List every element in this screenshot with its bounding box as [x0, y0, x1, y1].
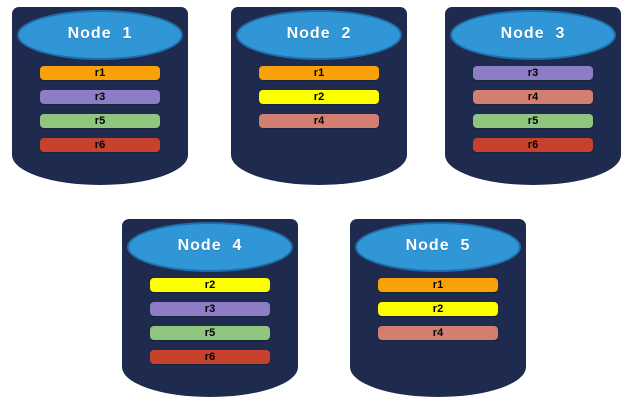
replica-bar-r3: r3 — [473, 66, 593, 80]
replica-list: r1 r2 r4 — [259, 66, 379, 128]
replica-label: r3 — [94, 90, 106, 103]
db-node-5: Node 5 r1 r2 r4 — [350, 219, 526, 397]
replica-bar-r2: r2 — [259, 90, 379, 104]
replica-bar-r5: r5 — [473, 114, 593, 128]
replica-label: r6 — [204, 350, 216, 363]
replica-bar-r5: r5 — [150, 326, 270, 340]
replica-label: r1 — [94, 66, 106, 79]
node-title: Node 4 — [177, 237, 243, 254]
replica-label: r2 — [204, 278, 216, 291]
replica-label: r4 — [527, 90, 539, 103]
db-node-3: Node 3 r3 r4 r5 r6 — [445, 7, 621, 185]
replica-bar-r5: r5 — [40, 114, 160, 128]
db-cylinder-top: Node 5 — [355, 222, 521, 272]
replica-bar-r4: r4 — [378, 326, 498, 340]
replica-list: r1 r2 r4 — [378, 278, 498, 340]
db-node-2: Node 2 r1 r2 r4 — [231, 7, 407, 185]
node-title: Node 1 — [67, 25, 133, 42]
replica-bar-r1: r1 — [259, 66, 379, 80]
replica-label: r5 — [527, 114, 539, 127]
node-title: Node 5 — [405, 237, 471, 254]
replica-bar-r2: r2 — [378, 302, 498, 316]
replica-label: r2 — [313, 90, 325, 103]
replica-label: r5 — [94, 114, 106, 127]
replica-list: r1 r3 r5 r6 — [40, 66, 160, 152]
replica-label: r1 — [313, 66, 325, 79]
replica-label: r1 — [432, 278, 444, 291]
replica-bar-r4: r4 — [259, 114, 379, 128]
replica-bar-r4: r4 — [473, 90, 593, 104]
replica-bar-r2: r2 — [150, 278, 270, 292]
replica-bar-r1: r1 — [40, 66, 160, 80]
replica-list: r3 r4 r5 r6 — [473, 66, 593, 152]
db-cylinder-top: Node 4 — [127, 222, 293, 272]
replica-label: r6 — [527, 138, 539, 151]
replica-label: r4 — [313, 114, 325, 127]
node-title: Node 2 — [286, 25, 352, 42]
db-node-1: Node 1 r1 r3 r5 r6 — [12, 7, 188, 185]
replica-label: r6 — [94, 138, 106, 151]
node-title: Node 3 — [500, 25, 566, 42]
db-cylinder-top: Node 3 — [450, 10, 616, 60]
replica-label: r3 — [527, 66, 539, 79]
replica-bar-r3: r3 — [40, 90, 160, 104]
db-cylinder-top: Node 2 — [236, 10, 402, 60]
replica-bar-r1: r1 — [378, 278, 498, 292]
replica-bar-r6: r6 — [150, 350, 270, 364]
db-cylinder-top: Node 1 — [17, 10, 183, 60]
replica-list: r2 r3 r5 r6 — [150, 278, 270, 364]
replica-bar-r3: r3 — [150, 302, 270, 316]
db-node-4: Node 4 r2 r3 r5 r6 — [122, 219, 298, 397]
replica-label: r2 — [432, 302, 444, 315]
replica-label: r4 — [432, 326, 444, 339]
replica-bar-r6: r6 — [473, 138, 593, 152]
replica-bar-r6: r6 — [40, 138, 160, 152]
replica-label: r3 — [204, 302, 216, 315]
replica-label: r5 — [204, 326, 216, 339]
